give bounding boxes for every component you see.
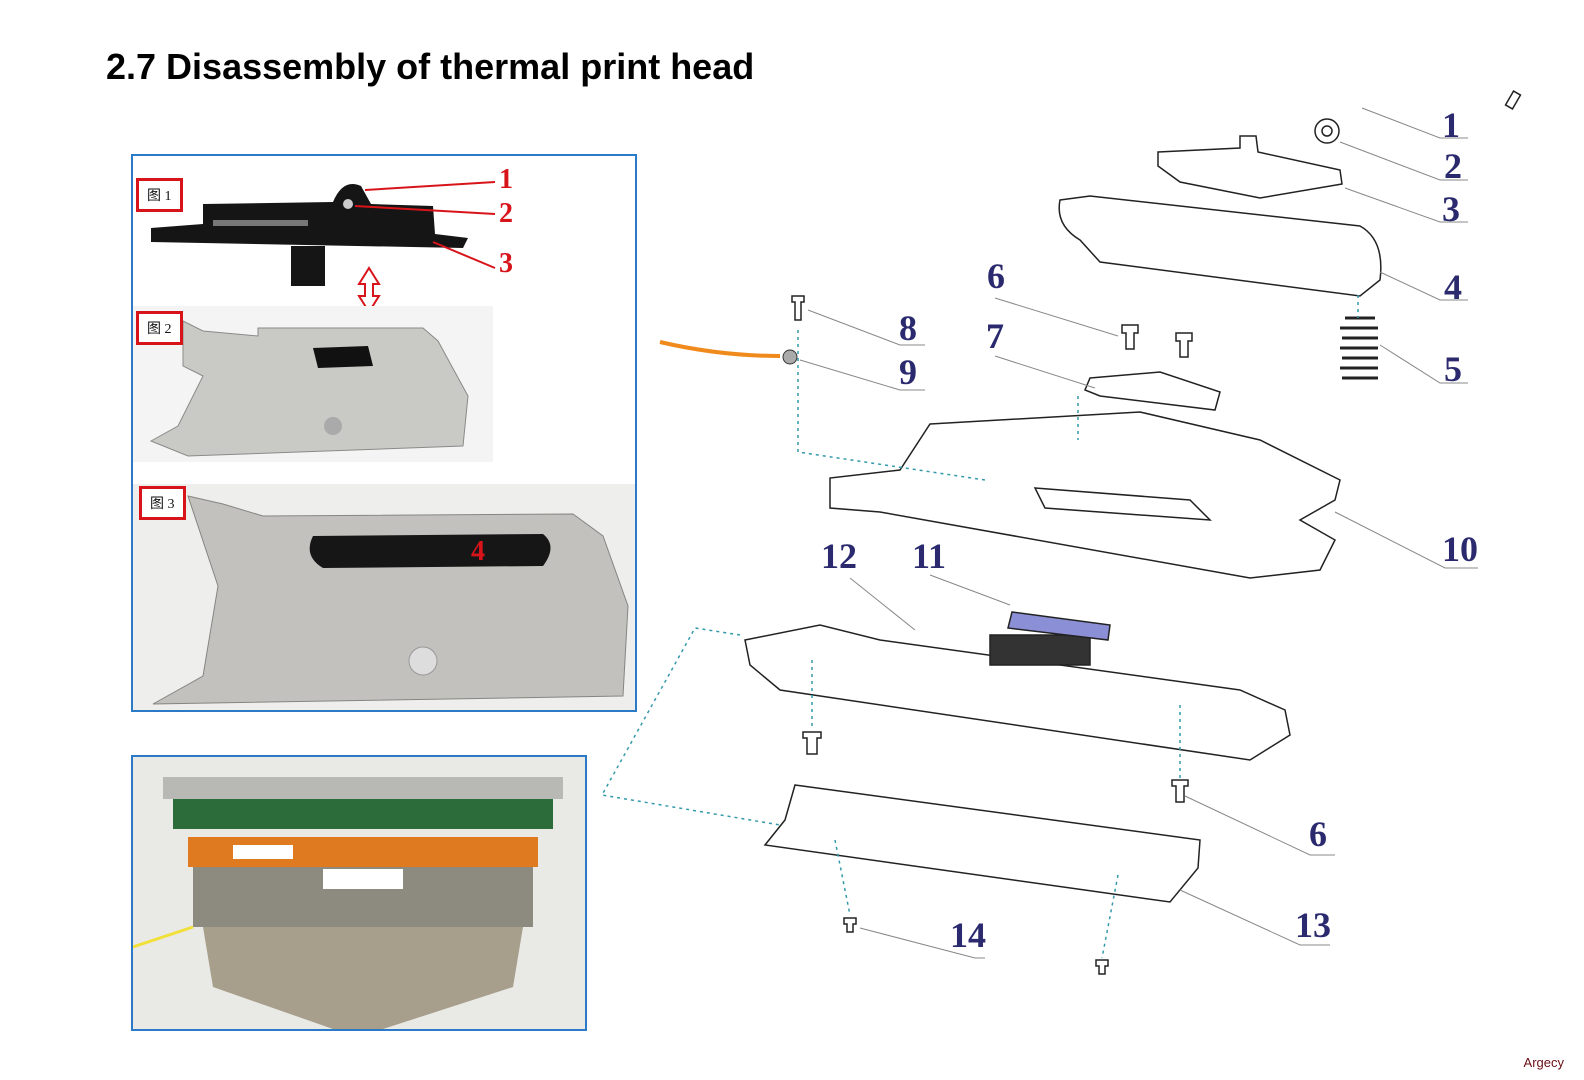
- photo-steps-illustration: [133, 184, 635, 710]
- photo-panel-print-head: [131, 755, 587, 1031]
- assembly-guide-lines: [600, 295, 1359, 959]
- callout-7-block: 7: [986, 316, 1004, 356]
- figure-1-label: 图 1: [136, 178, 183, 212]
- part-pin: [1504, 90, 1522, 110]
- part-screws: [1121, 324, 1193, 358]
- part-spring: [1340, 316, 1378, 380]
- callout-5-spring: 5: [1444, 349, 1462, 389]
- part-screws-lower: [802, 731, 1189, 803]
- part-head-holder: [744, 624, 1291, 761]
- callout-11-cable: 11: [912, 536, 947, 576]
- part-wire: [659, 340, 781, 358]
- callout-6-screws-upper: 6: [987, 256, 1005, 296]
- red-arrows: [354, 181, 496, 269]
- callout-1-pin: 1: [1442, 105, 1460, 145]
- part-block: [1084, 371, 1221, 411]
- callout-13-plate: 13: [1295, 905, 1331, 945]
- figure-2-label: 图 2: [136, 311, 183, 345]
- callout-2-roller: 2: [1444, 146, 1462, 186]
- part-cable: [1007, 611, 1111, 641]
- page-title: 2.7 Disassembly of thermal print head: [106, 46, 755, 87]
- fig1-callout-1: 1: [499, 164, 513, 195]
- callout-8-screw: 8: [899, 308, 917, 348]
- part-plate: [763, 784, 1201, 903]
- part-screw-8: [791, 295, 805, 321]
- print-head-photo: [133, 757, 585, 1029]
- part-bracket: [1157, 135, 1343, 199]
- fig1-callout-2: 2: [499, 198, 513, 229]
- part-connector: [989, 634, 1091, 666]
- watermark: Argecy: [1523, 1055, 1564, 1070]
- callout-12-head-holder: 12: [821, 536, 857, 576]
- fig1-callout-3: 3: [499, 248, 513, 279]
- part-cover: [1058, 195, 1382, 297]
- callout-4-cover: 4: [1444, 267, 1462, 307]
- fig3-callout-4: 4: [471, 536, 485, 567]
- figure-3-label: 图 3: [139, 486, 186, 520]
- photo-panel-disassembly-steps: 图 1 图 2 图 3 1 2 3 4: [131, 154, 637, 712]
- callout-9-wire: 9: [899, 352, 917, 392]
- callout-10-frame: 10: [1442, 529, 1478, 569]
- callout-3-bracket: 3: [1442, 189, 1460, 229]
- callout-14-small-screws: 14: [950, 915, 986, 955]
- callout-6-screws-lower: 6: [1309, 814, 1327, 854]
- part-small-screws: [843, 917, 1109, 975]
- leader-lines: [799, 107, 1478, 959]
